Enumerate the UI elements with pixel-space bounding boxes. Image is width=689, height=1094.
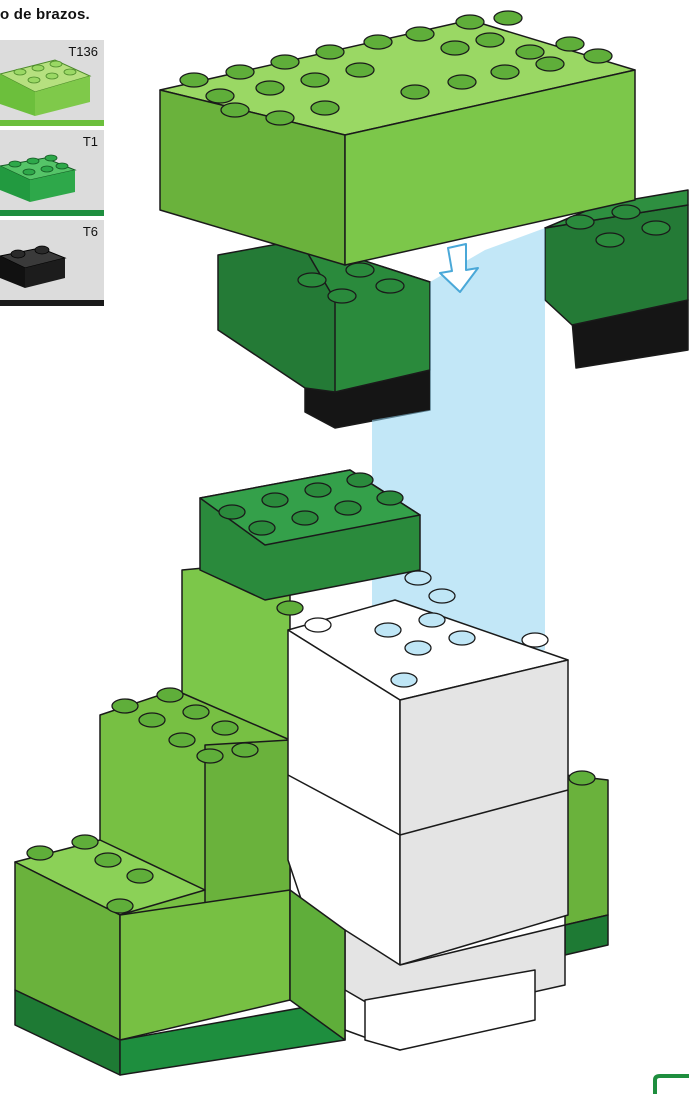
green-2x4-brick-icon	[0, 46, 100, 116]
part-color-bar	[0, 210, 104, 216]
part-card-t136: T136	[0, 40, 104, 126]
part-card-t6: T6	[0, 220, 104, 306]
back-right-green-column	[565, 775, 608, 925]
instruction-heading: o de brazos.	[0, 6, 90, 23]
page-corner-mark	[655, 1076, 689, 1094]
black-2x2-brick-icon	[0, 226, 100, 296]
part-card-t1: T1	[0, 130, 104, 216]
dark-green-2x4-brick-icon	[0, 136, 100, 206]
top-assembly	[160, 20, 688, 428]
parts-list: T136 T1 T6	[0, 40, 104, 310]
part-color-bar	[0, 120, 104, 126]
part-color-bar	[0, 300, 104, 306]
